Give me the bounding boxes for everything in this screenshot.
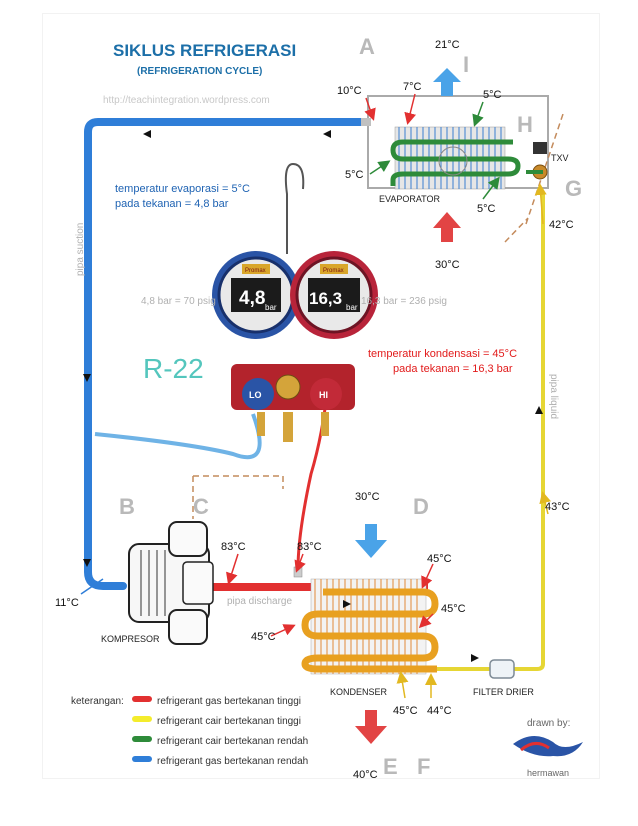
- evap-note-line1: temperatur evaporasi = 5°C: [115, 183, 250, 195]
- point-g: G: [565, 176, 582, 201]
- legend-item-2: refrigerant cair bertekanan tinggi: [157, 716, 301, 727]
- condenser-coil: [301, 578, 439, 675]
- airflow-hot-arrow: [433, 212, 461, 242]
- temp-45-top: 45°C: [427, 553, 452, 565]
- legend-swatch-blue: [132, 756, 152, 762]
- suction-pipe: [84, 118, 371, 590]
- condenser-air-in-arrow: [355, 524, 387, 558]
- point-h: H: [517, 112, 533, 137]
- cond-note-line1: temperatur kondensasi = 45°C: [368, 348, 517, 360]
- temp-5-left: 5°C: [345, 169, 364, 181]
- point-c: C: [193, 494, 209, 519]
- legend-item-1: refrigerant gas bertekanan tinggi: [157, 696, 301, 707]
- filter-drier-label: FILTER DRIER: [473, 687, 534, 697]
- legend-item-3: refrigerant cair bertekanan rendah: [157, 736, 308, 747]
- evap-note-line2: pada tekanan = 4,8 bar: [115, 198, 229, 210]
- lo-label: LO: [249, 390, 262, 400]
- gauge-low-unit: bar: [265, 303, 277, 312]
- high-pressure-gauge: [290, 251, 378, 339]
- refrigeration-diagram: SIKLUS REFRIGERASI (REFRIGERATION CYCLE)…: [55, 34, 583, 778]
- condenser-air-out-arrow: [355, 710, 387, 744]
- legend-title: keterangan:: [71, 696, 124, 707]
- temp-83-left: 83°C: [221, 541, 246, 553]
- legend-swatch-green: [132, 736, 152, 742]
- point-a: A: [359, 34, 375, 59]
- gauge-low-value: 4,8: [239, 288, 265, 309]
- temp-5-top: 5°C: [483, 89, 502, 101]
- credit-drawn-by: drawn by:: [527, 718, 570, 729]
- compressor-label: KOMPRESOR: [101, 634, 160, 644]
- diagram-frame: SIKLUS REFRIGERASI (REFRIGERATION CYCLE)…: [43, 14, 599, 778]
- cond-note-line2: pada tekanan = 16,3 bar: [393, 363, 513, 375]
- temp-44: 44°C: [427, 705, 452, 717]
- diagram-subtitle: (REFRIGERATION CYCLE): [137, 66, 262, 77]
- suction-pipe-label: pipa suction: [75, 223, 86, 276]
- temp-11: 11°C: [55, 597, 79, 609]
- point-f: F: [417, 754, 430, 778]
- legend-swatch-red: [132, 696, 152, 702]
- refrigerant-label: R-22: [143, 353, 204, 384]
- point-e: E: [383, 754, 398, 778]
- low-pressure-gauge: [212, 251, 300, 339]
- txv-valve: [526, 142, 548, 180]
- temp-10: 10°C: [337, 85, 362, 97]
- airflow-up-arrow: [433, 68, 461, 96]
- point-i: I: [463, 52, 469, 77]
- author-logo-icon: [513, 735, 583, 757]
- compressor: [128, 521, 214, 645]
- discharge-pipe-label: pipa discharge: [227, 596, 292, 607]
- temp-45-left: 45°C: [251, 631, 276, 643]
- source-url: http://teachintegration.wordpress.com: [103, 95, 270, 106]
- point-d: D: [413, 494, 429, 519]
- temp-30-cond: 30°C: [355, 491, 380, 503]
- temp-42: 42°C: [549, 219, 574, 231]
- high-psig-label: 16,3 bar = 236 psig: [361, 296, 447, 307]
- liquid-pipe-label: pipa liquid: [548, 374, 559, 419]
- hi-label: HI: [319, 390, 328, 400]
- evaporator-label: EVAPORATOR: [379, 194, 441, 204]
- legend-swatch-yellow: [132, 716, 152, 722]
- credit-author: hermawan: [527, 768, 569, 778]
- gauge-high-brand: Promax: [323, 268, 344, 274]
- legend-item-4: refrigerant gas bertekanan rendah: [157, 756, 308, 767]
- condenser-label: KONDENSER: [330, 687, 388, 697]
- low-hose: [94, 413, 262, 460]
- txv-label: TXV: [551, 153, 569, 163]
- temp-83-right: 83°C: [297, 541, 322, 553]
- gauge-high-value: 16,3: [309, 289, 342, 308]
- gauge-high-unit: bar: [346, 303, 358, 312]
- temp-21: 21°C: [435, 39, 460, 51]
- point-b: B: [119, 494, 135, 519]
- temp-7: 7°C: [403, 81, 422, 93]
- evaporator-coil: [390, 126, 521, 190]
- temp-43: 43°C: [545, 501, 570, 513]
- temp-30-evap: 30°C: [435, 259, 460, 271]
- temp-40: 40°C: [353, 769, 378, 778]
- temp-45-bottom: 45°C: [393, 705, 418, 717]
- temp-45-mid: 45°C: [441, 603, 466, 615]
- filter-drier: [489, 659, 515, 679]
- temp-5-right: 5°C: [477, 203, 496, 215]
- manifold-block: [231, 364, 355, 442]
- low-psig-label: 4,8 bar = 70 psig: [141, 296, 216, 307]
- diagram-title: SIKLUS REFRIGERASI: [113, 41, 296, 60]
- gauge-low-brand: Promax: [245, 268, 266, 274]
- liquid-pipe: [513, 194, 545, 671]
